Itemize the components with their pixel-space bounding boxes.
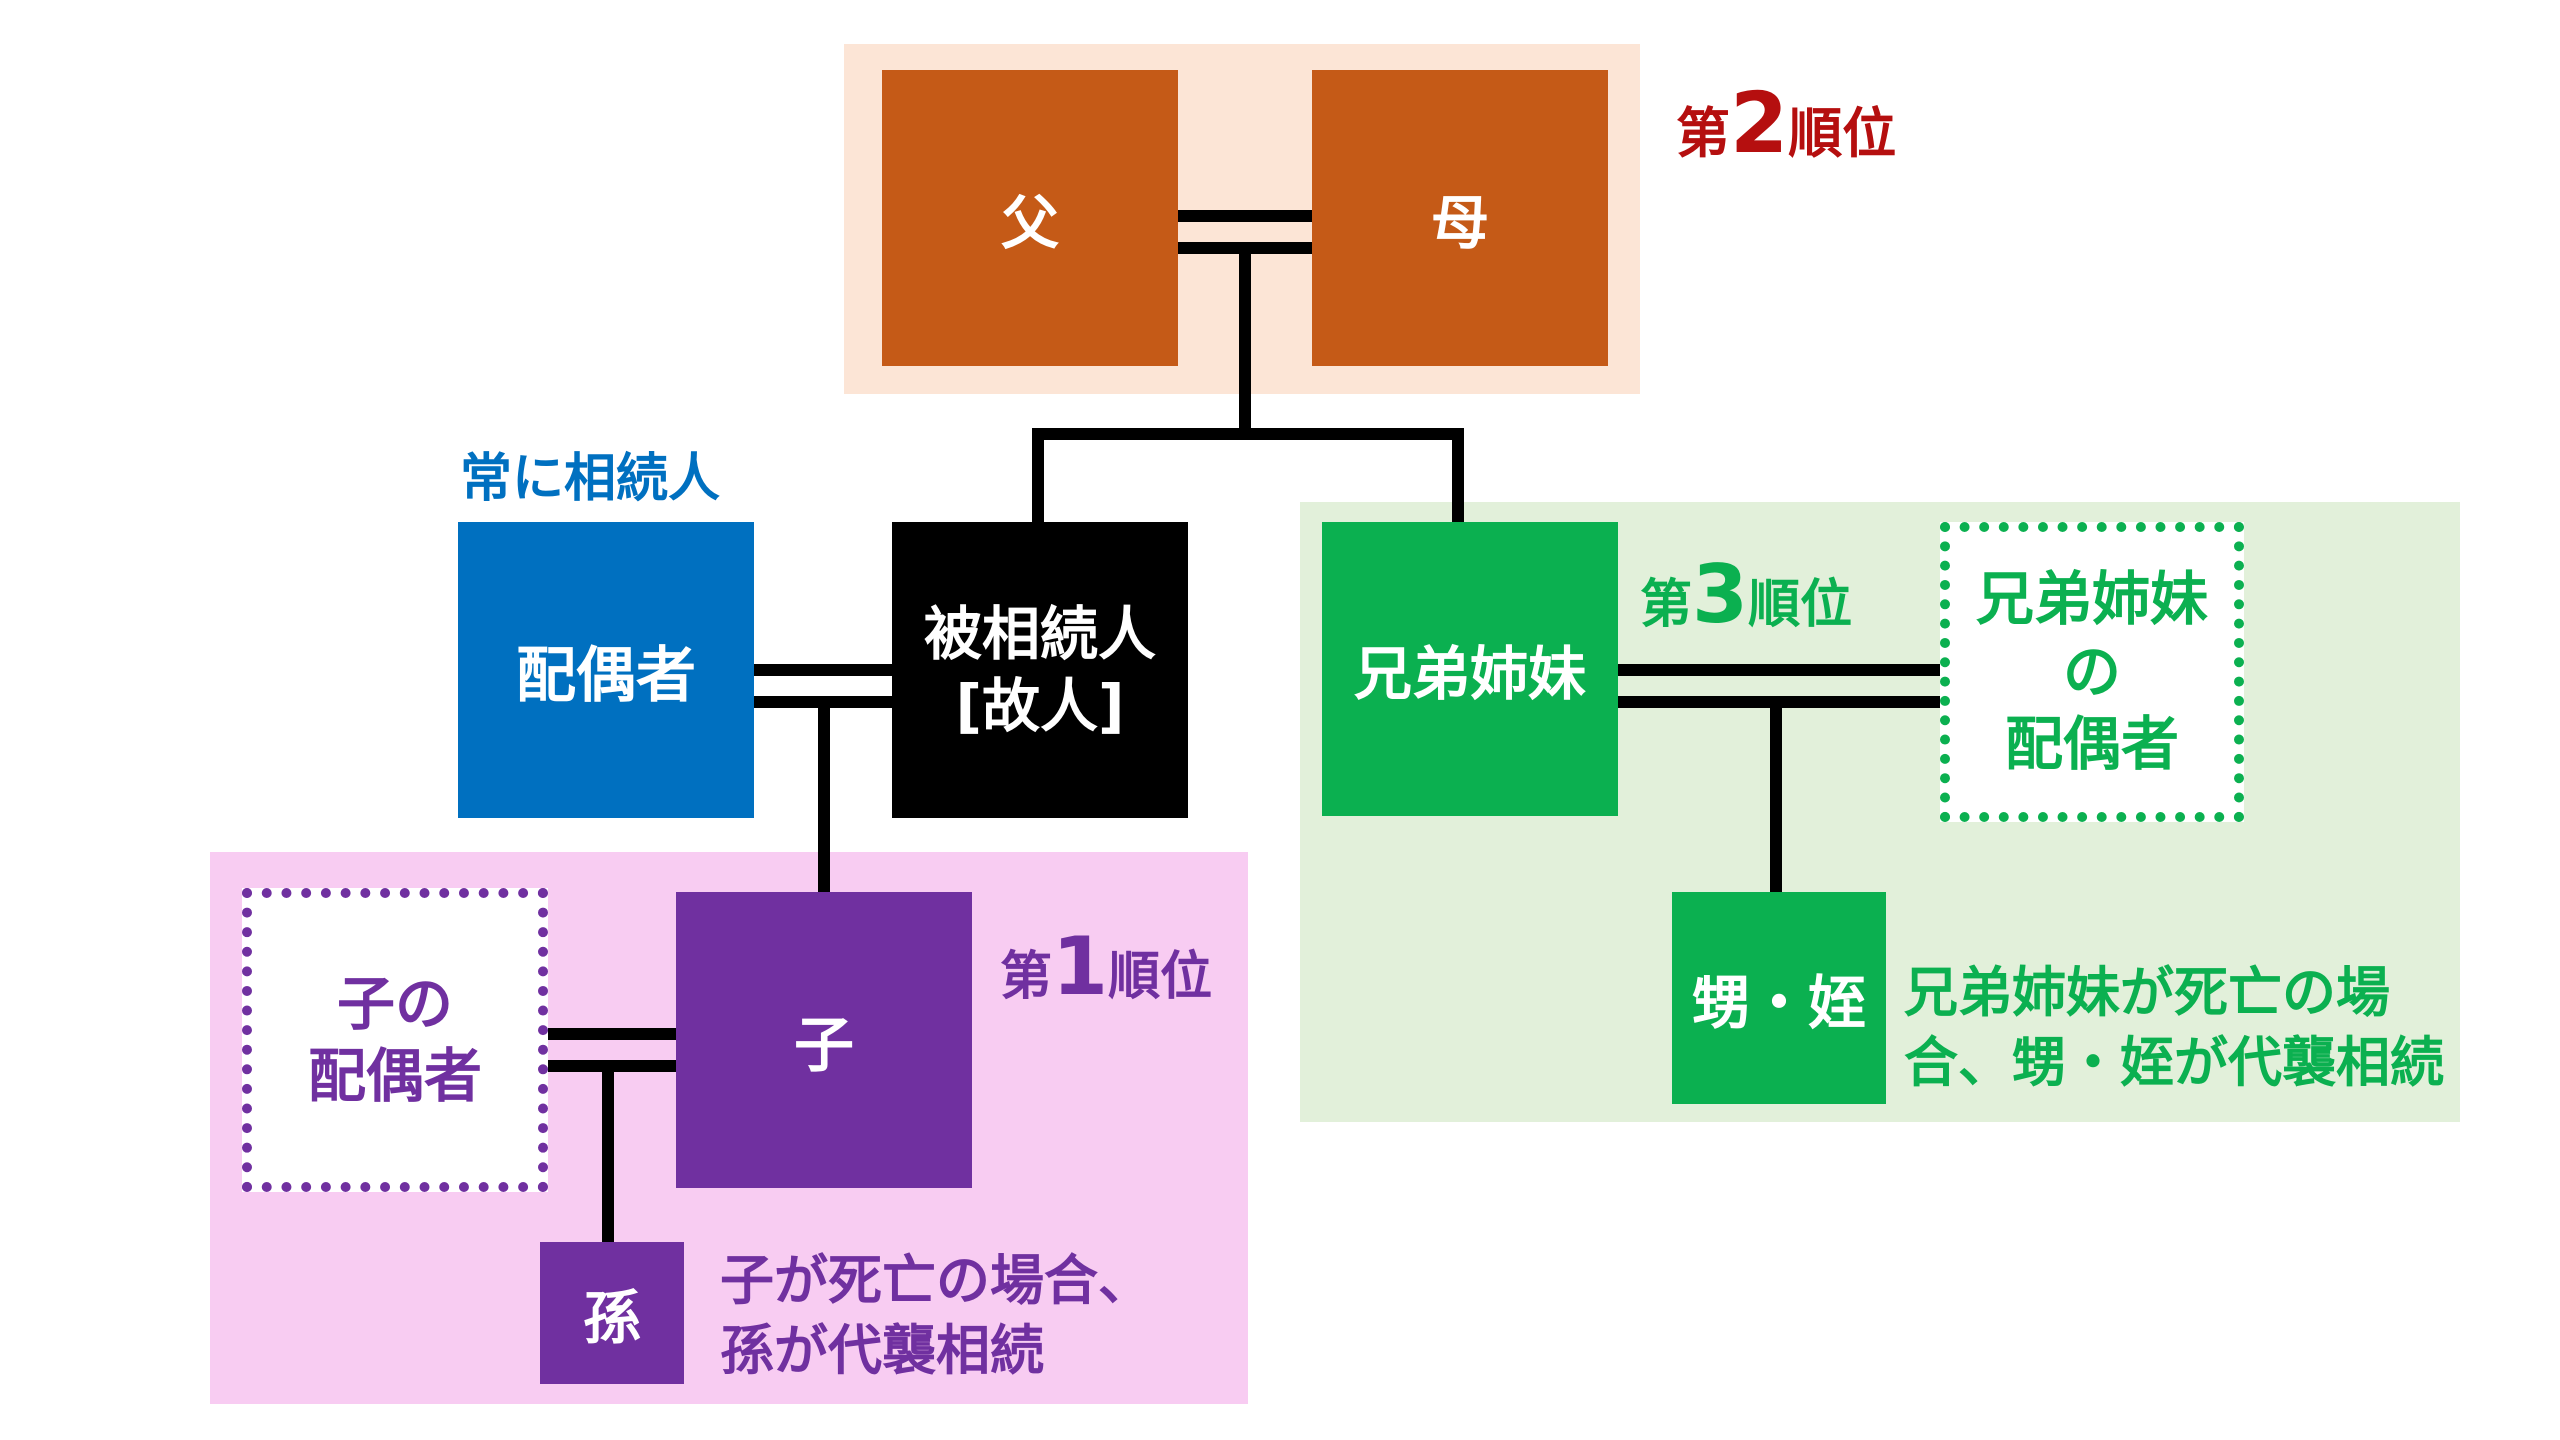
grandchild-note: 子が死亡の場合、 孫が代襲相続 — [720, 1246, 1152, 1386]
rank1-number: 1 — [1052, 920, 1109, 1014]
grandchild-note-line2: 孫が代襲相続 — [720, 1319, 1044, 1383]
child-spouse-box: 子の 配偶者 — [242, 888, 548, 1192]
sibling-marriage-line-top — [1618, 664, 1946, 676]
rank3-suffix: 順位 — [1748, 575, 1853, 635]
father-box: 父 — [882, 70, 1178, 366]
grandchild-note-line1: 子が死亡の場合、 — [720, 1249, 1152, 1312]
rank1-suffix: 順位 — [1108, 947, 1213, 1007]
rank1-prefix: 第 — [1000, 947, 1053, 1007]
spouse-box: 配偶者 — [458, 522, 754, 818]
nephew-note: 兄弟姉妹が死亡の場 合、甥・姪が代襲相続 — [1904, 958, 2444, 1098]
sibling-spouse-label-line2: の — [2062, 637, 2121, 706]
parents-marriage-line-top — [1178, 210, 1312, 222]
nephew-note-line2: 合、甥・姪が代襲相続 — [1904, 1031, 2444, 1095]
rank3-number: 3 — [1692, 548, 1749, 642]
child-spouse-label-line2: 配偶者 — [307, 1042, 482, 1110]
spouse-marriage-line-bottom — [754, 696, 894, 708]
deceased-box: 被相続人 [故人] — [892, 522, 1188, 818]
sibling-spouse-label-line1: 兄弟姉妹 — [1975, 565, 2208, 634]
parents-marriage-line-bottom — [1178, 242, 1312, 254]
siblings-bar-line — [1032, 428, 1464, 440]
child-label: 子 — [794, 1010, 854, 1081]
rank2-label: 第2順位 — [1676, 74, 1896, 172]
grandchild-drop-line — [602, 1072, 614, 1246]
siblings-label: 兄弟姉妹 — [1353, 640, 1586, 708]
nephew-note-line1: 兄弟姉妹が死亡の場 — [1904, 961, 2390, 1024]
deceased-label-line2: [故人] — [955, 672, 1125, 740]
father-label: 父 — [1000, 189, 1059, 257]
child-marriage-line-bottom — [544, 1060, 676, 1072]
grandchild-label: 孫 — [582, 1284, 641, 1352]
child-spouse-label-line1: 子の — [336, 969, 453, 1038]
rank2-prefix: 第 — [1676, 102, 1730, 165]
nephew-drop-line — [1770, 708, 1782, 894]
sibling-spouse-label-line3: 配偶者 — [2004, 710, 2179, 779]
grandchild-box: 孫 — [540, 1242, 684, 1384]
nephew-niece-box: 甥・姪 — [1672, 892, 1886, 1104]
spouse-label: 配偶者 — [516, 640, 696, 711]
nephew-niece-label: 甥・姪 — [1691, 969, 1866, 1037]
rank3-label: 第3順位 — [1640, 548, 1852, 642]
sibling-spouse-box: 兄弟姉妹 の 配偶者 — [1940, 522, 2244, 822]
child-drop-line — [818, 708, 830, 892]
rank3-prefix: 第 — [1640, 575, 1693, 635]
deceased-label-line1: 被相続人 — [923, 599, 1156, 668]
mother-box: 母 — [1312, 70, 1608, 366]
spouse-marriage-line-top — [754, 664, 894, 676]
rank1-label: 第1順位 — [1000, 920, 1212, 1014]
child-box: 子 — [676, 892, 972, 1188]
rank2-number: 2 — [1730, 74, 1789, 172]
siblings-box: 兄弟姉妹 — [1322, 522, 1618, 816]
deceased-drop-line — [1032, 428, 1044, 524]
sibling-marriage-line-bottom — [1618, 696, 1946, 708]
rank2-suffix: 順位 — [1788, 102, 1897, 165]
parents-descent-line — [1239, 254, 1251, 434]
siblings-drop-line — [1452, 428, 1464, 524]
mother-label: 母 — [1430, 189, 1489, 257]
child-marriage-line-top — [544, 1028, 676, 1040]
always-heir-label: 常に相続人 — [460, 449, 721, 509]
